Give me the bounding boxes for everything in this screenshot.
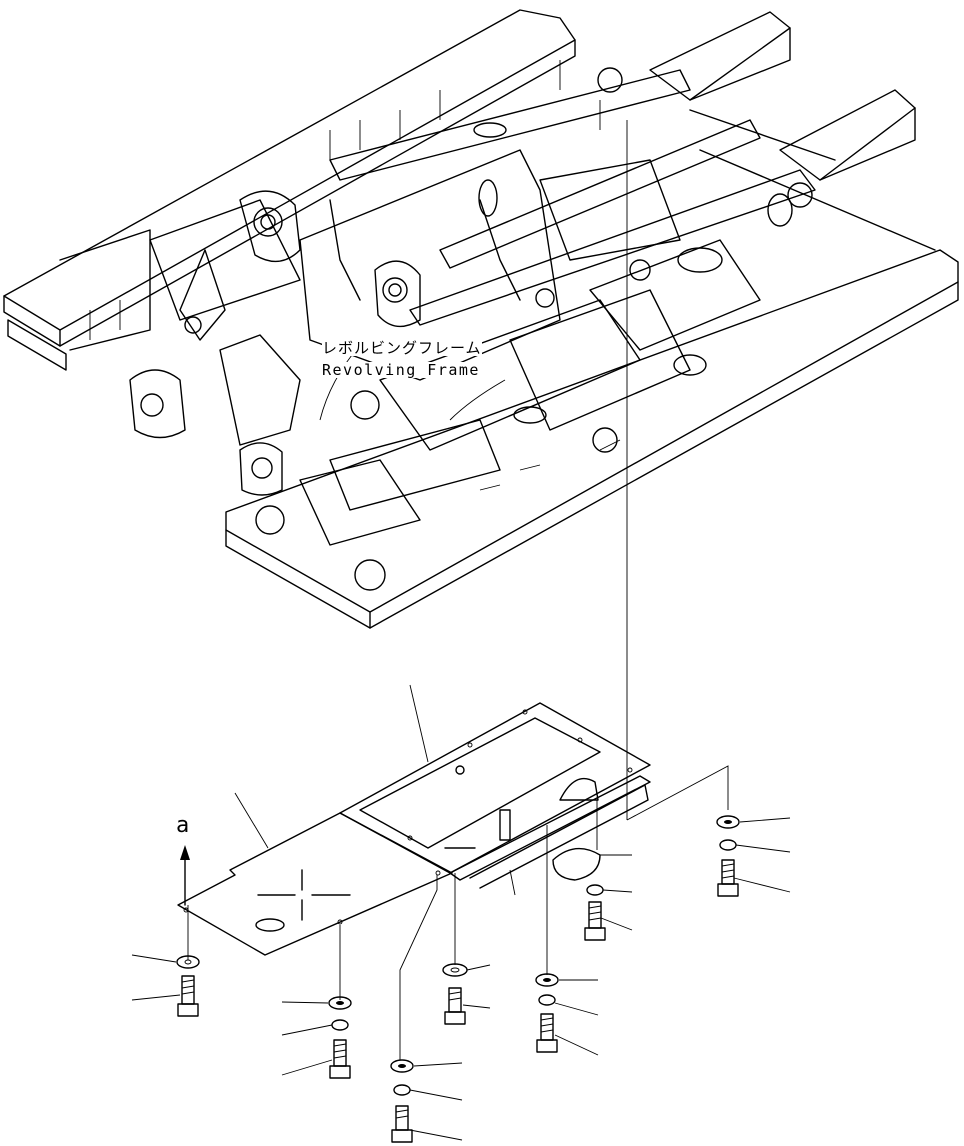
reference-arrow-a	[180, 845, 190, 906]
frame-label-english: Revolving Frame	[322, 361, 480, 379]
reference-label-a: a	[176, 813, 190, 838]
revolving-frame	[3, 9, 959, 629]
callout-leaders	[131, 817, 791, 1141]
frame-label-japanese: レボルビングフレーム	[322, 339, 482, 357]
under-cover-plates	[177, 702, 651, 956]
hardware	[176, 815, 740, 1143]
